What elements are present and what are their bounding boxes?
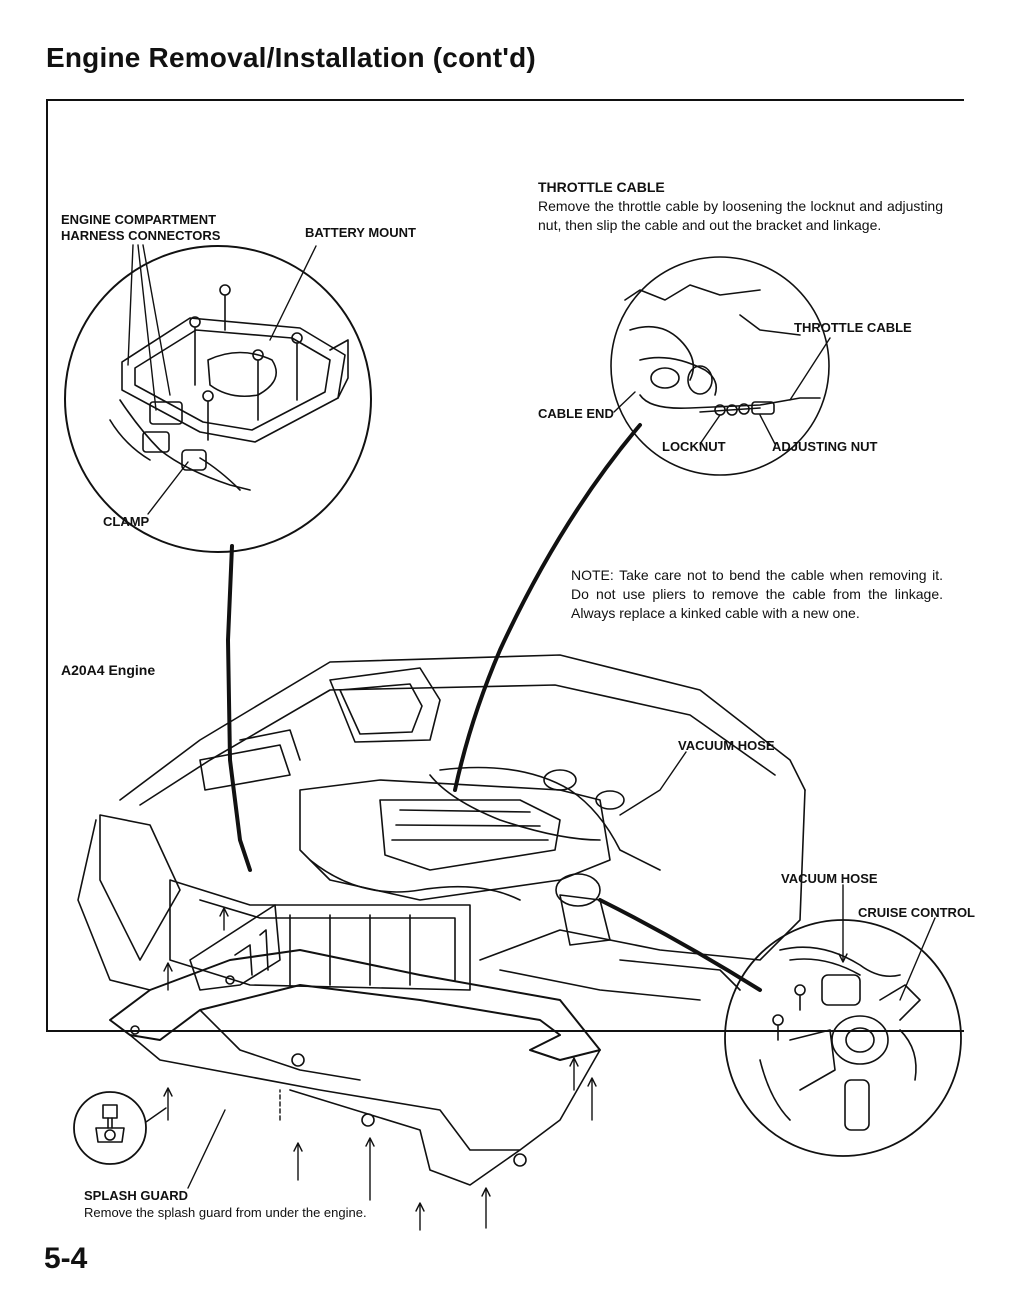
battery-connector-line [226,544,252,872]
throttle-body: Remove the throttle cable by loosening t… [538,198,943,233]
splash-guard-heading: SPLASH GUARD [84,1188,189,1203]
throttle-heading: THROTTLE CABLE [538,179,665,195]
figure-frame [46,99,964,1032]
splash-guard-leader [187,1109,226,1189]
throttle-leaders [613,337,831,445]
callout-harness-connectors-line1: ENGINE COMPARTMENT [61,212,217,227]
cruise-control-detail [724,919,962,1157]
engine-bay [77,654,806,1186]
callout-harness-connectors-line2: HARNESS CONNECTORS [61,228,221,243]
cruise-connector-line [598,898,762,992]
callout-adjusting-nut: ADJUSTING NUT [772,439,878,454]
note-text: NOTE: Take care not to bend the cable wh… [571,567,943,621]
engine-label: A20A4 Engine [61,662,156,678]
page-title: Engine Removal/Installation (cont'd) [46,42,536,73]
vacuum-hose-leader [619,751,687,816]
callout-cruise-control: CRUISE CONTROL [858,905,975,920]
throttle-cable-detail [610,256,830,476]
bolt-detail [73,1091,167,1165]
throttle-instructions: THROTTLE CABLE Remove the throttle cable… [538,178,943,235]
battery-leaders [127,244,317,515]
throttle-connector-line [453,423,642,792]
cruise-leaders [838,884,936,1001]
splash-guard-body: Remove the splash guard from under the e… [84,1205,367,1220]
callout-cable-end: CABLE END [538,406,614,421]
callout-locknut: LOCKNUT [662,439,726,454]
callout-clamp: CLAMP [103,514,150,529]
page-number: 5-4 [44,1242,88,1275]
callout-battery-mount: BATTERY MOUNT [305,225,416,240]
splash-guard-instructions: SPLASH GUARD Remove the splash guard fro… [84,1187,367,1221]
bolt-arrows [163,907,597,1231]
callout-vacuum-hose-detail: VACUUM HOSE [781,871,878,886]
callout-throttle-cable: THROTTLE CABLE [794,320,912,335]
battery-mount-detail [64,245,372,553]
callout-vacuum-hose-top: VACUUM HOSE [678,738,775,753]
